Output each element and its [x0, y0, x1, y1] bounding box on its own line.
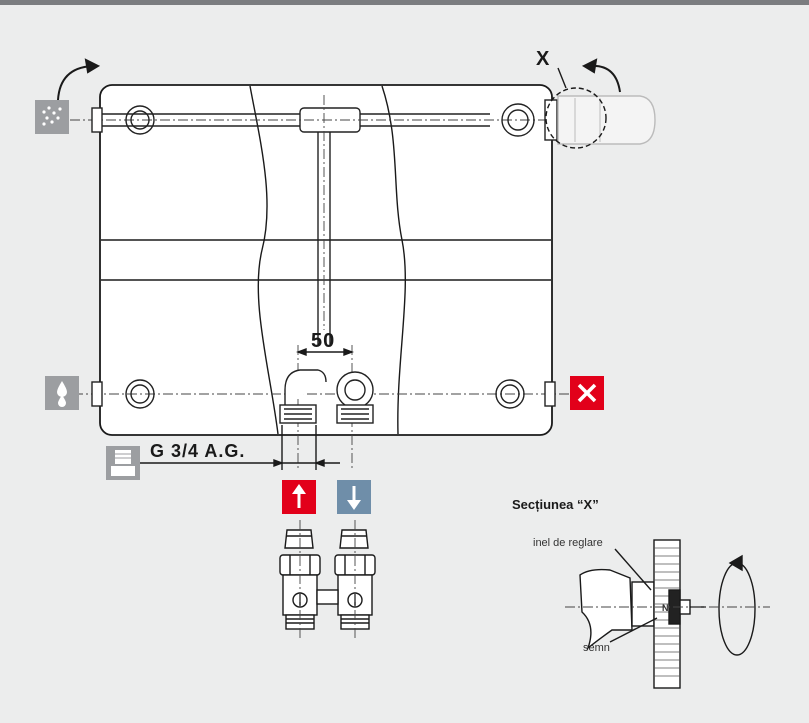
radiator-body [99, 84, 553, 436]
arrow-up-icon [282, 480, 316, 514]
section-x-circle [545, 87, 607, 149]
thread-fitting-icon [106, 446, 140, 480]
arrow-down-icon [337, 480, 371, 514]
thread-dimension [140, 425, 340, 470]
section-x-marker: X [536, 48, 550, 70]
cutaway-waves [249, 85, 406, 435]
rotate-arrow-left [57, 58, 101, 101]
dimension-50 [296, 347, 354, 357]
connection-valve-block [279, 529, 376, 630]
corner-bosses [91, 103, 556, 409]
section-x-detail [579, 539, 756, 689]
scale-n-label: N [662, 603, 669, 613]
valve-centerlines [299, 520, 356, 640]
bottom-connection-elbows [279, 369, 374, 424]
section-x-leader [557, 67, 567, 89]
rotate-arrow-right [581, 58, 621, 93]
thread-size-label: G 3/4 A.G. [150, 441, 245, 461]
radiator-bands [101, 239, 551, 281]
top-bar [0, 0, 809, 5]
air-vent-icon [35, 100, 69, 134]
dimension-50-label: 50 [311, 330, 335, 352]
water-drop-icon [45, 376, 79, 410]
section-x-title: Secțiunea “X” [512, 497, 599, 512]
close-icon [570, 376, 604, 410]
mark-label: semn [583, 642, 610, 654]
ring-label: inel de reglare [533, 537, 603, 549]
